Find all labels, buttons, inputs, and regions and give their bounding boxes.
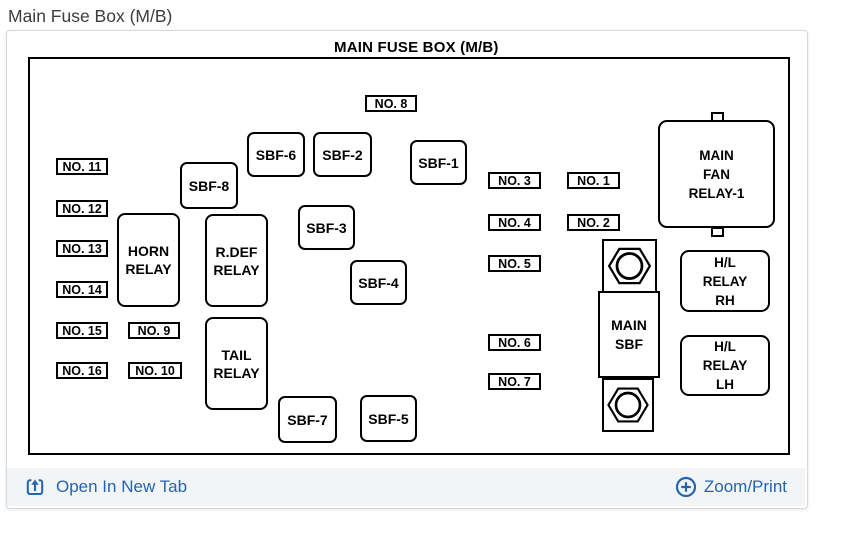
fuse-no-16: NO. 16	[56, 362, 108, 379]
page-title: Main Fuse Box (M/B)	[8, 6, 173, 26]
component-sbf-1: SBF-1	[410, 140, 467, 185]
component-sbf-5: SBF-5	[360, 395, 417, 442]
fuse-no-12: NO. 12	[56, 200, 108, 217]
zoom-print-link[interactable]: Zoom/Print	[675, 476, 787, 498]
fan-relay-tab-bottom	[711, 227, 724, 237]
fuse-no-1: NO. 1	[567, 172, 620, 189]
fuse-no-4: NO. 4	[488, 214, 541, 231]
fuse-no-10: NO. 10	[128, 362, 182, 379]
fuse-no-14: NO. 14	[56, 281, 108, 298]
fuse-no-3: NO. 3	[488, 172, 541, 189]
footer-bar: Open In New Tab Zoom/Print	[7, 468, 805, 506]
diagram-frame	[28, 57, 790, 455]
fuse-no-6: NO. 6	[488, 334, 541, 351]
fuse-no-2: NO. 2	[567, 214, 620, 231]
fuse-no-13: NO. 13	[56, 240, 108, 257]
zoom-print-label: Zoom/Print	[703, 477, 787, 496]
open-in-new-tab-link[interactable]: Open In New Tab	[25, 477, 187, 497]
component-sbf-2: SBF-2	[313, 132, 372, 177]
component-sbf-3: SBF-3	[298, 205, 355, 250]
fuse-no-9: NO. 9	[128, 322, 180, 339]
fuse-no-8: NO. 8	[365, 95, 417, 112]
component-sbf-4: SBF-4	[350, 260, 407, 305]
fuse-no-15: NO. 15	[56, 322, 108, 339]
diagram-title: MAIN FUSE BOX (M/B)	[334, 39, 499, 56]
component-sbf-6: SBF-6	[247, 132, 305, 177]
fuse-no-7: NO. 7	[488, 373, 541, 390]
fuse-no-11: NO. 11	[56, 158, 108, 175]
bolt-top	[602, 239, 657, 293]
open-in-new-tab-icon	[25, 477, 45, 497]
open-in-new-tab-label: Open In New Tab	[56, 477, 188, 496]
component-sbf-8: SBF-8	[180, 162, 238, 209]
bolt-bottom	[602, 378, 654, 432]
component-sbf-7: SBF-7	[278, 396, 337, 443]
circled-plus-icon	[675, 476, 697, 498]
fuse-no-5: NO. 5	[488, 255, 541, 272]
